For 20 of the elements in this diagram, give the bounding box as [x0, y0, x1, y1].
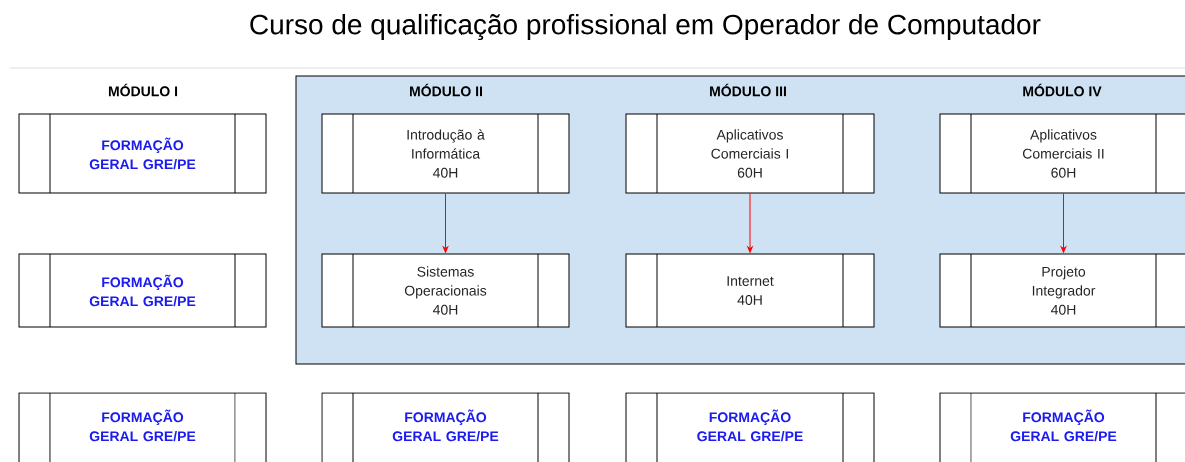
course-box: FORMAÇÃO GERAL GRE/PE [18, 392, 267, 462]
module-heading: MÓDULO IV [1023, 83, 1102, 97]
arrow [1060, 193, 1067, 253]
arrow [442, 193, 449, 253]
module-heading: MÓDULO II [410, 83, 482, 97]
module-box: Sistemas Operacionais 40H [321, 253, 570, 328]
arrow [747, 193, 753, 253]
course-box: FORMAÇÃO GERAL GRE/PE [939, 392, 1185, 462]
course-box: FORMAÇÃO GERAL GRE/PE [321, 392, 570, 462]
module-heading: MÓDULO III [710, 83, 786, 97]
course-box: FORMAÇÃO GERAL GRE/PE [625, 392, 875, 462]
module-heading: MÓDULO I [108, 83, 178, 97]
title: Curso de qualificação profissional em Operador de Computador [250, 13, 1041, 41]
module-box: Projeto Integrador 40H [939, 253, 1185, 328]
course-box: FORMAÇÃO GERAL GRE/PE [18, 253, 267, 328]
module-box: Aplicativos Comerciais I 60H [625, 113, 875, 194]
module-box: Internet 40H [625, 253, 875, 328]
module-box: Introdução à Informática 40H [321, 113, 570, 194]
course-box: FORMAÇÃO GERAL GRE/PE [18, 113, 267, 194]
module-box: Aplicativos Comerciais II 60H [939, 113, 1185, 194]
